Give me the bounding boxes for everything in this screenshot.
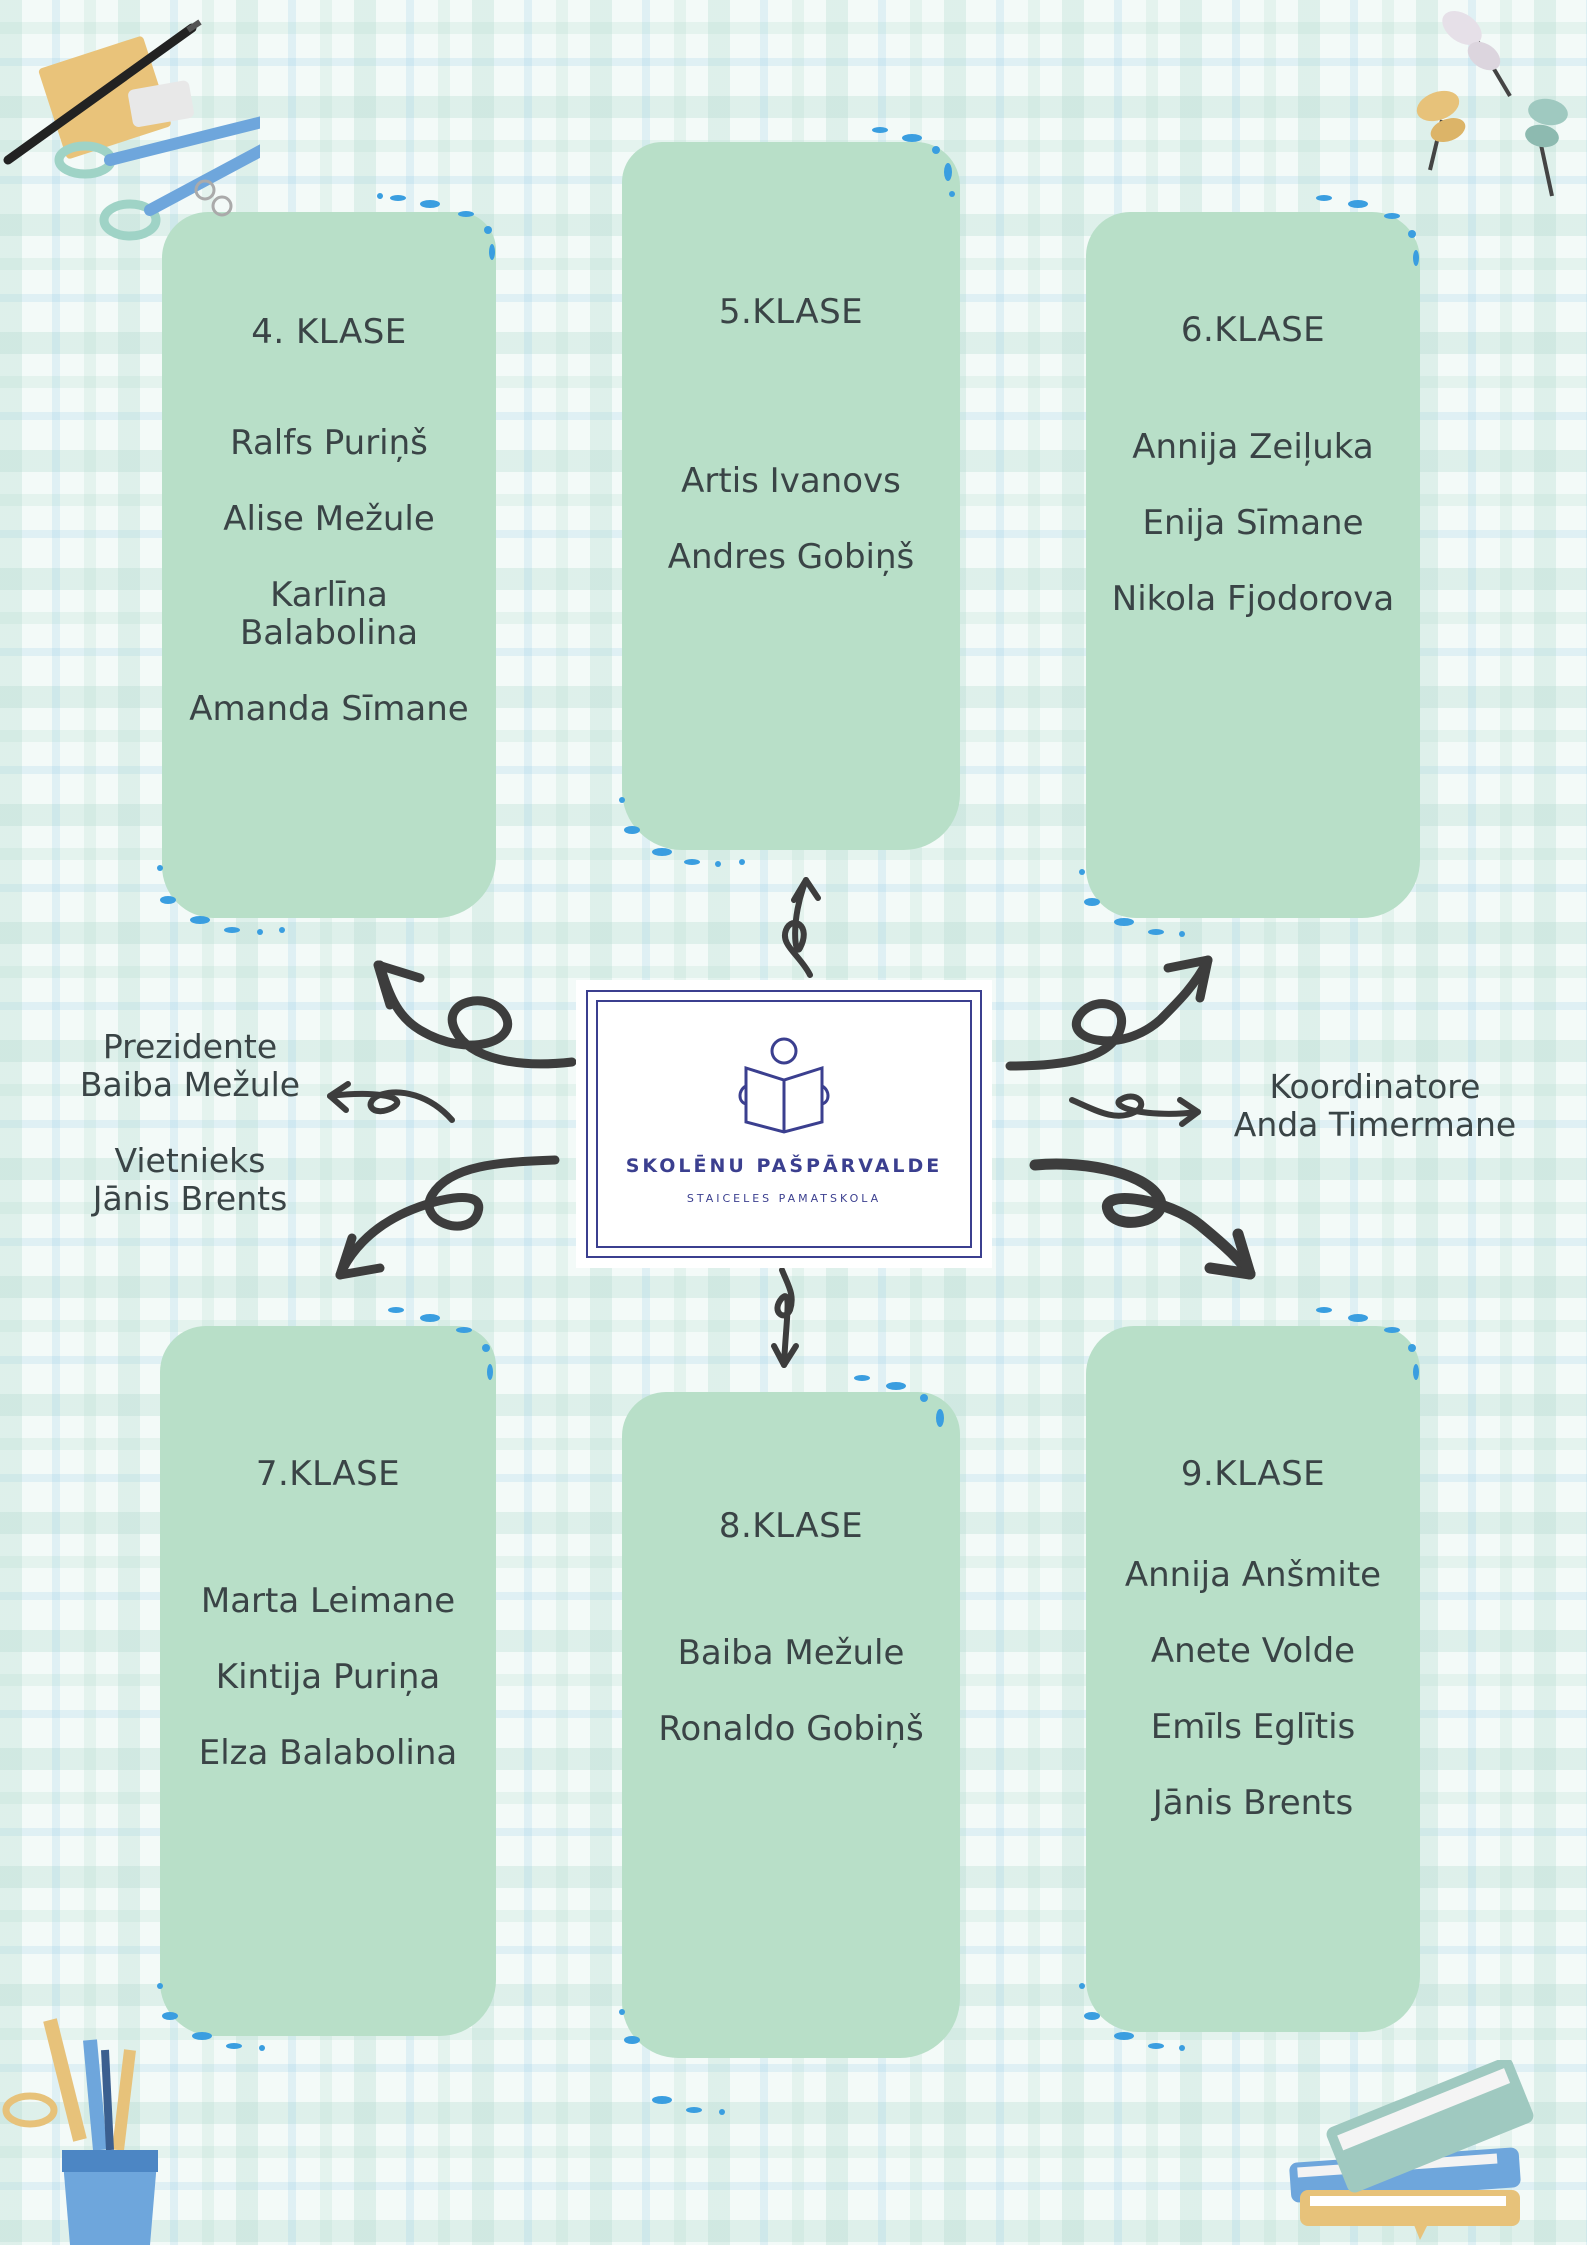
- class-members: Annija Zeiļuka Enija Sīmane Nikola Fjodo…: [1086, 428, 1420, 656]
- president-name: Baiba Mežule: [79, 1065, 301, 1104]
- arrow-to-coordinator: [1069, 1093, 1201, 1127]
- deputy-label: Vietnieks Jānis Brents: [60, 1142, 320, 1218]
- member-name: Anete Volde: [1150, 1631, 1356, 1671]
- class-card-8: 8.KLASE Baiba Mežule Ronaldo Gobiņš: [622, 1392, 960, 2058]
- deputy-title: Vietnieks: [114, 1141, 266, 1180]
- class-title: 5.KLASE: [718, 292, 864, 332]
- arrow-to-6: [1005, 955, 1213, 1071]
- class-members: Artis Ivanovs Andres Gobiņš: [622, 462, 960, 614]
- class-members: Annija Anšmite Anete Volde Emīls Eglītis…: [1086, 1556, 1420, 1860]
- arrow-to-president: [327, 1081, 455, 1123]
- arrow-to-4: [373, 960, 577, 1069]
- member-name: Karlīna Balabolina: [239, 575, 419, 653]
- member-name: Kintija Puriņa: [215, 1657, 441, 1697]
- reading-person-icon: [738, 1037, 830, 1134]
- center-logo: SKOLĒNU PAŠPĀRVALDE STAICELES PAMATSKOLA: [576, 980, 992, 1268]
- member-name: Ralfs Puriņš: [230, 423, 428, 463]
- arrow-to-9: [1029, 1158, 1256, 1280]
- deputy-name: Jānis Brents: [92, 1179, 288, 1218]
- class-members: Marta Leimane Kintija Puriņa Elza Balabo…: [160, 1582, 496, 1810]
- notes-pencil-scissors-icon: [3, 19, 260, 241]
- class-title: 4. KLASE: [251, 312, 407, 352]
- member-name: Artis Ivanovs: [681, 461, 901, 501]
- arrow-to-5: [781, 877, 821, 978]
- member-name: Ronaldo Gobiņš: [658, 1709, 924, 1749]
- member-name: Alise Mežule: [223, 499, 435, 539]
- pencil-cup-icon: [2, 2018, 158, 2245]
- member-name: Emīls Eglītis: [1150, 1707, 1356, 1747]
- class-card-6: 6.KLASE Annija Zeiļuka Enija Sīmane Niko…: [1086, 212, 1420, 918]
- class-title: 7.KLASE: [255, 1454, 401, 1494]
- member-name: Elza Balabolina: [198, 1733, 458, 1773]
- coordinator-title: Koordinatore: [1269, 1067, 1481, 1106]
- class-card-5: 5.KLASE Artis Ivanovs Andres Gobiņš: [622, 142, 960, 850]
- class-title: 9.KLASE: [1180, 1454, 1326, 1494]
- coordinator-name: Anda Timermane: [1233, 1105, 1517, 1144]
- member-name: Annija Zeiļuka: [1132, 427, 1374, 467]
- member-name: Baiba Mežule: [677, 1633, 905, 1673]
- arrow-to-7: [335, 1155, 560, 1280]
- books-icon: [1289, 2060, 1534, 2240]
- class-card-9: 9.KLASE Annija Anšmite Anete Volde Emīls…: [1086, 1326, 1420, 2032]
- class-members: Ralfs Puriņš Alise Mežule Karlīna Balabo…: [162, 424, 496, 766]
- member-name: Marta Leimane: [200, 1581, 456, 1621]
- logo-subtitle: STAICELES PAMATSKOLA: [686, 1192, 882, 1205]
- arrow-to-8: [771, 1267, 799, 1368]
- member-name: Annija Anšmite: [1124, 1555, 1382, 1595]
- push-pins-icon: [1416, 10, 1568, 197]
- member-name: Jānis Brents: [1152, 1783, 1354, 1823]
- logo-title: SKOLĒNU PAŠPĀRVALDE: [625, 1155, 943, 1177]
- president-label: Prezidente Baiba Mežule: [60, 1028, 320, 1104]
- member-name: Nikola Fjodorova: [1111, 579, 1395, 619]
- class-card-4: 4. KLASE Ralfs Puriņš Alise Mežule Karlī…: [162, 212, 496, 918]
- class-members: Baiba Mežule Ronaldo Gobiņš: [622, 1634, 960, 1786]
- member-name: Andres Gobiņš: [667, 537, 915, 577]
- coordinator-label: Koordinatore Anda Timermane: [1220, 1068, 1530, 1144]
- class-title: 6.KLASE: [1180, 310, 1326, 350]
- class-card-7: 7.KLASE Marta Leimane Kintija Puriņa Elz…: [160, 1326, 496, 2036]
- class-title: 8.KLASE: [718, 1506, 864, 1546]
- president-title: Prezidente: [102, 1027, 278, 1066]
- member-name: Amanda Sīmane: [189, 689, 469, 729]
- member-name: Enija Sīmane: [1142, 503, 1364, 543]
